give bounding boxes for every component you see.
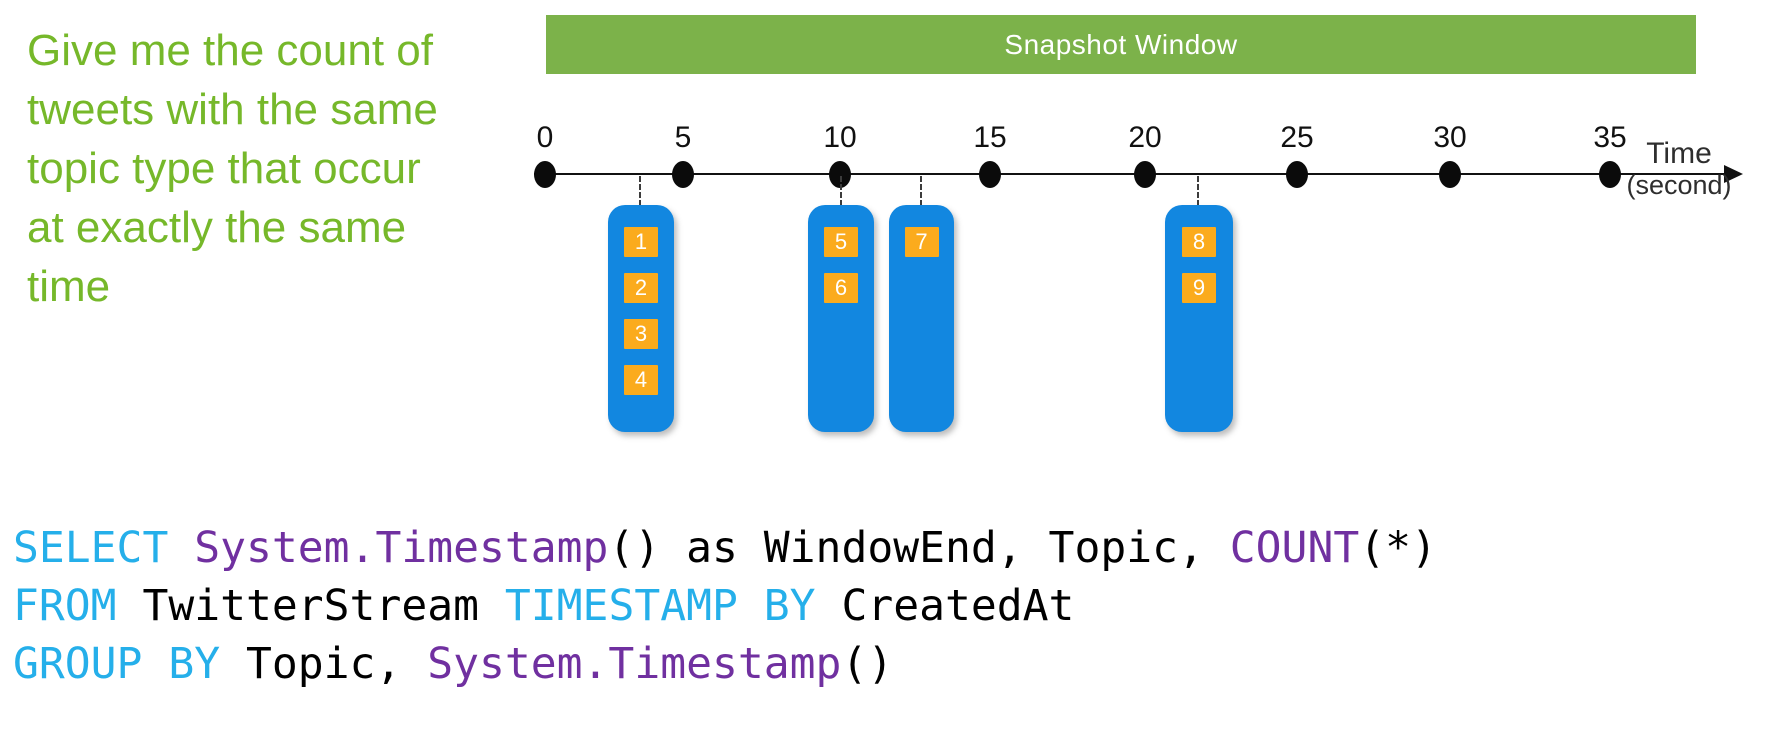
tick-label: 25 (1280, 121, 1314, 154)
prompt-line: topic type that occur (27, 144, 421, 193)
sql-token-kw: GROUP BY (13, 639, 221, 689)
time-axis-label: Time (second) (1616, 137, 1742, 201)
sql-token-plain: () (841, 639, 894, 689)
event-chip: 2 (624, 273, 658, 303)
banner-label: Snapshot Window (1004, 28, 1238, 60)
sql-token-fn: System.Timestamp (427, 639, 842, 689)
tick-dot (1134, 161, 1156, 188)
event-chip: 1 (624, 227, 658, 257)
tick-label: 15 (973, 121, 1007, 154)
event-group-connector (840, 176, 842, 206)
event-group-connector (920, 176, 922, 206)
sql-token-plain: TwitterStream (116, 581, 505, 631)
tick-label: 35 (1593, 121, 1627, 154)
event-group-connector (639, 176, 641, 206)
tick-dot (534, 161, 556, 188)
event-chip: 9 (1182, 273, 1216, 303)
sql-token-kw: TIMESTAMP BY (504, 581, 816, 631)
event-group-box: 1 2 3 4 (608, 205, 674, 432)
sql-token-fn: COUNT (1229, 523, 1360, 573)
event-chip: 6 (824, 273, 858, 303)
tick-dot (829, 161, 851, 188)
tick-dot (672, 161, 694, 188)
event-chip: 8 (1182, 227, 1216, 257)
sql-code-line: FROM TwitterStream TIMESTAMP BY CreatedA… (13, 577, 1437, 635)
time-axis-label-unit: (second) (1626, 170, 1732, 200)
event-group-box: 7 (889, 205, 954, 432)
prompt-line: at exactly the same (27, 203, 407, 252)
prompt-line: Give me the count of (27, 26, 433, 75)
prompt-line: tweets with the same (27, 85, 438, 134)
sql-token-fn: System.Timestamp (194, 523, 609, 573)
sql-token-kw: SELECT (13, 523, 169, 573)
sql-code-line: GROUP BY Topic, System.Timestamp() (13, 635, 1437, 693)
tick-label: 30 (1433, 121, 1467, 154)
tick-label: 5 (674, 121, 692, 154)
tick-label: 10 (823, 121, 857, 154)
sql-token-kw: FROM (13, 581, 117, 631)
event-group-connector (1197, 176, 1199, 206)
event-chip: 5 (824, 227, 858, 257)
time-axis-label-title: Time (1646, 137, 1712, 170)
timeline-arrowhead-icon (1724, 165, 1743, 183)
sql-token-plain: CreatedAt (815, 581, 1075, 631)
tick-label: 0 (536, 121, 554, 154)
sql-query: SELECT System.Timestamp() as WindowEnd, … (13, 519, 1437, 693)
event-chip: 7 (904, 227, 939, 257)
tick-dot (1286, 161, 1308, 188)
tick-dot (1439, 161, 1461, 188)
prompt-line: time (27, 262, 111, 311)
sql-token-plain: () as WindowEnd, Topic, (608, 523, 1230, 573)
event-chip: 3 (624, 319, 658, 349)
tick-label: 20 (1128, 121, 1162, 154)
timeline-axis (534, 173, 1730, 175)
sql-token-plain: Topic, (220, 639, 428, 689)
prompt-text: Give me the count of tweets with the same… (27, 21, 438, 316)
event-chip: 4 (624, 365, 658, 395)
sql-token-plain: (*) (1359, 523, 1437, 573)
sql-code-line: SELECT System.Timestamp() as WindowEnd, … (13, 519, 1437, 577)
sql-token-plain (168, 523, 194, 573)
tick-dot (1599, 161, 1621, 188)
tick-dot (979, 161, 1001, 188)
snapshot-window-banner: Snapshot Window (546, 15, 1696, 74)
